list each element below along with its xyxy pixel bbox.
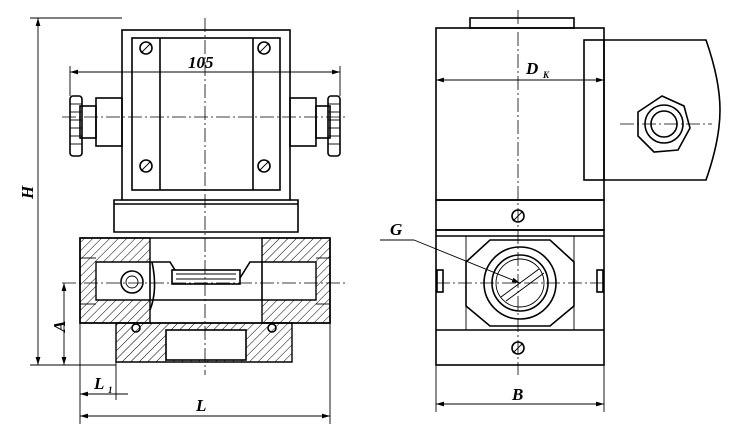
dim-L1: L 1 xyxy=(79,323,128,424)
dim-H-label: H xyxy=(18,185,37,200)
cover-screw-top-left xyxy=(139,41,153,55)
side-neck xyxy=(435,199,605,231)
side-coil-housing xyxy=(435,27,605,201)
side-lug-right xyxy=(596,269,604,293)
dim-G-label: G xyxy=(390,220,403,239)
dim-A-label: A xyxy=(50,321,69,333)
dim-Dk-label: D xyxy=(525,59,538,78)
bottom-port-cavity xyxy=(165,329,247,361)
dim-A: A xyxy=(50,283,69,365)
dim-L: L xyxy=(80,323,331,424)
dim-G: G xyxy=(380,220,521,284)
dim-Dk: D K xyxy=(436,59,604,83)
valve-yoke xyxy=(113,199,299,233)
dim-Dk-subscript: K xyxy=(542,70,550,80)
dim-L1-label: L xyxy=(93,374,104,393)
dim-L1-subscript: 1 xyxy=(108,385,113,395)
pilot-orifice xyxy=(120,270,144,294)
front-view: 105 H A L 1 L xyxy=(18,17,348,424)
side-view: D K G B xyxy=(380,10,721,412)
cable-gland-left xyxy=(69,95,123,157)
coil-cover xyxy=(131,37,281,191)
cable-gland-right xyxy=(289,95,341,157)
coil-top-cap xyxy=(469,17,575,29)
dim-L-label: L xyxy=(195,396,206,415)
valve-body xyxy=(79,237,331,363)
dim-H: H xyxy=(18,17,122,366)
seal-right xyxy=(267,323,277,333)
side-valve-body xyxy=(435,229,605,366)
cover-screw-top-right xyxy=(257,41,271,55)
cover-screw-bottom-right xyxy=(257,159,271,173)
dim-105-label: 105 xyxy=(188,53,214,72)
plug-connector xyxy=(604,39,721,181)
side-lug-left xyxy=(436,269,444,293)
cover-screw-bottom-left xyxy=(139,159,153,173)
diaphragm xyxy=(171,269,241,285)
seal-left xyxy=(131,323,141,333)
dim-B: B xyxy=(435,365,605,412)
dim-B-label: B xyxy=(511,385,523,404)
connector-base xyxy=(583,39,605,181)
dim-105: 105 xyxy=(69,53,341,96)
